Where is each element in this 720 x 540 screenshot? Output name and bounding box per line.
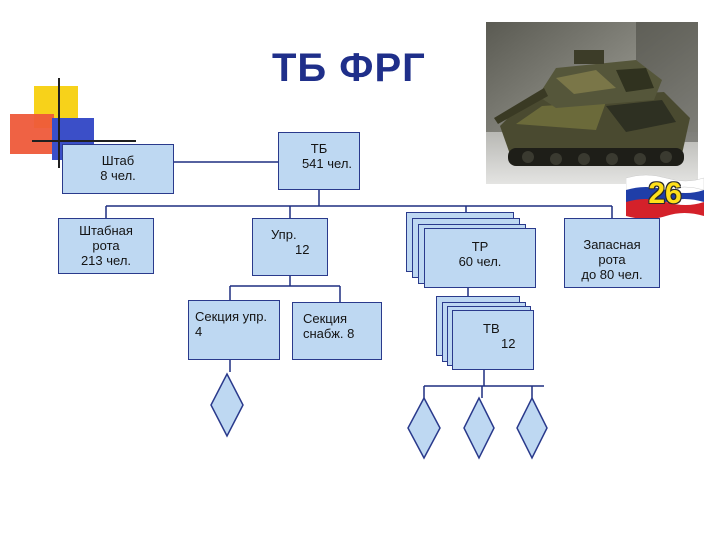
flag-badge: 26: [626, 172, 704, 218]
upr-box: Упр. 12: [252, 218, 328, 276]
platoon-diamond: [463, 396, 495, 460]
decor-vertical-line: [58, 78, 60, 168]
sekcia-upr-box: Секция упр. 4: [188, 300, 280, 360]
shtab-rota-line3: 213 чел.: [80, 253, 132, 268]
tr-size: 60 чел.: [458, 254, 502, 269]
zapas-line2: рота: [598, 252, 626, 267]
shtab-rota-box: Штабная рота 213 чел.: [58, 218, 154, 274]
badge-number: 26: [648, 177, 682, 210]
sekcia-snab-name: Секция: [303, 311, 348, 326]
tv-name: ТВ: [483, 321, 500, 336]
decor-red-square: [10, 114, 54, 154]
shtab-rota-line1: Штабная: [79, 223, 133, 238]
tank-photo: [486, 22, 698, 184]
platoon-diamond: [407, 396, 441, 460]
tb-box: ТБ 541 чел.: [278, 132, 360, 190]
tb-name: ТБ: [310, 141, 328, 156]
shtab-box: Штаб 8 чел.: [62, 144, 174, 194]
page-title: ТБ ФРГ: [272, 46, 426, 90]
tb-size: 541 чел.: [301, 156, 353, 171]
tr-name: ТР: [471, 239, 489, 254]
upr-name: Упр.: [271, 227, 297, 242]
sekcia-upr-size: 4: [195, 324, 203, 339]
zapas-rota-box: Запасная рота до 80 чел.: [564, 218, 660, 288]
zapas-line1: Запасная: [583, 237, 641, 252]
sekcia-snab-box: Секция снабж. 8: [292, 302, 382, 360]
upr-size: 12: [295, 242, 310, 257]
sekcia-upr-name: Секция упр.: [195, 309, 268, 324]
sekcia-snab-size: снабж. 8: [303, 326, 355, 341]
shtab-rota-line2: рота: [92, 238, 120, 253]
tv-box: ТВ 12: [452, 310, 534, 370]
zapas-line3: до 80 чел.: [581, 267, 643, 282]
platoon-diamond: [516, 396, 548, 460]
tv-size: 12: [501, 336, 516, 351]
platoon-diamond: [210, 372, 244, 438]
tr-box: ТР 60 чел.: [424, 228, 536, 288]
shtab-name: Штаб: [101, 153, 135, 168]
decor-horizontal-line: [32, 140, 136, 142]
shtab-size: 8 чел.: [100, 168, 136, 183]
